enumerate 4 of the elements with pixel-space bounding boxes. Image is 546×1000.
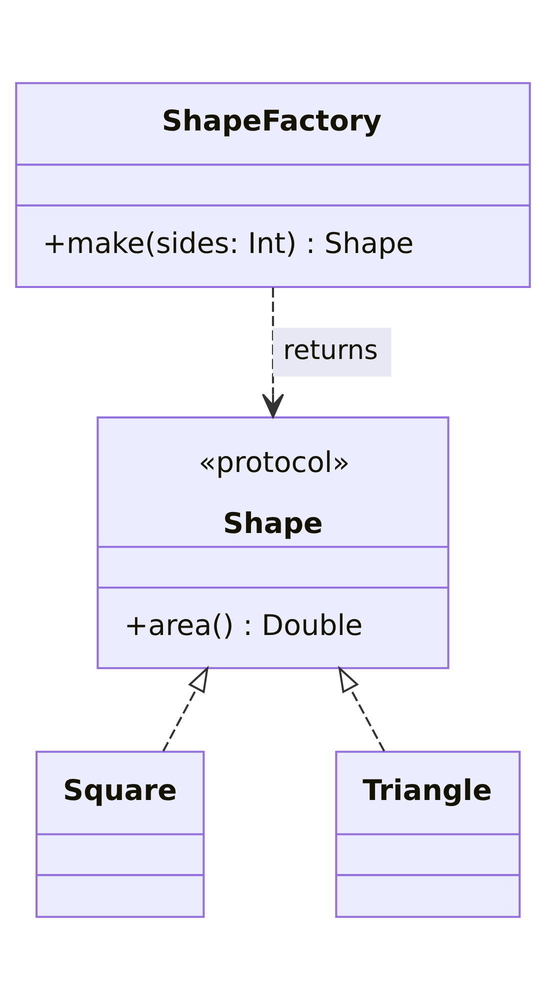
arrow [162, 666, 209, 752]
arrow [262, 288, 284, 418]
arrow [338, 666, 386, 752]
edge-label: returns [283, 335, 378, 366]
